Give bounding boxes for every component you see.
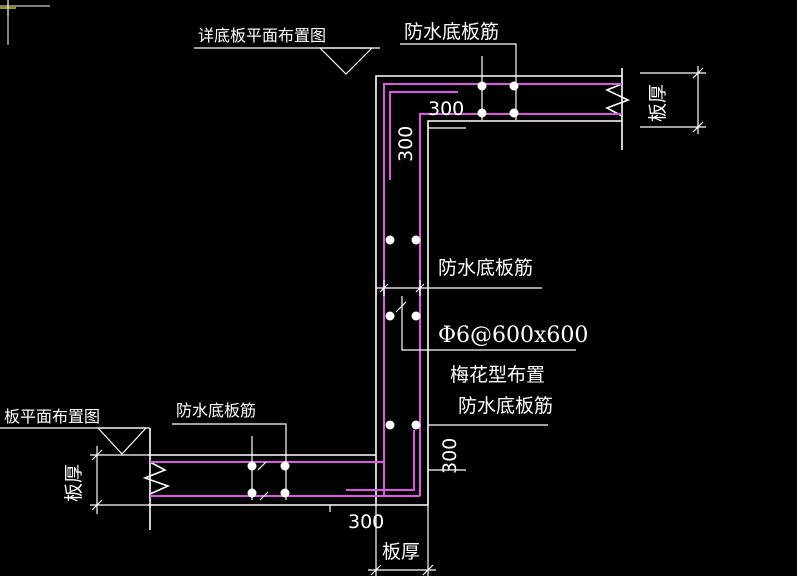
upper-slab-bottom-edge <box>427 120 622 505</box>
upper-inner-rebar <box>419 113 622 496</box>
dowel-layout-label-2: 防水底板筋 <box>458 395 553 417</box>
rebar-top-label: 防水底板筋 <box>404 21 499 43</box>
dim-slab-thickness-right: 板厚 <box>647 84 669 122</box>
ucs-corner-marker <box>0 0 50 45</box>
rebar-lines <box>150 83 622 497</box>
upper-outer-rebar <box>383 83 622 496</box>
dimension-lines <box>90 66 706 576</box>
lower-lap-rebar <box>346 430 415 491</box>
detail-ref-bottom-label: 板平面布置图 <box>4 407 100 426</box>
structure-outline <box>142 68 631 530</box>
bottom-section-triangle <box>96 427 148 455</box>
dowel-layout-label-1: 梅花型布置 <box>450 364 545 386</box>
dowel-spec-label: Φ6@600x600 <box>438 323 588 348</box>
upper-break-symbol <box>605 83 631 117</box>
rebar-bottom-label: 防水底板筋 <box>176 401 256 420</box>
top-section-triangle <box>318 47 374 75</box>
upper-slab-top-edge <box>375 75 622 505</box>
dim-bottom-horizontal: 300 <box>348 511 384 533</box>
upper-lap-rebar <box>389 91 458 180</box>
lower-break-symbol <box>142 461 171 495</box>
dim-bottom-vertical: 300 <box>439 438 461 474</box>
leader-lines <box>0 43 576 500</box>
detail-ref-top-label: 详底板平面布置图 <box>198 26 326 45</box>
dim-top-horizontal: 300 <box>428 98 464 120</box>
dim-slab-thickness-left: 板厚 <box>63 464 85 502</box>
dim-top-vertical: 300 <box>395 126 417 162</box>
rebar-middle-label: 防水底板筋 <box>438 257 533 279</box>
dim-slab-thickness-bottom: 板厚 <box>382 541 420 563</box>
